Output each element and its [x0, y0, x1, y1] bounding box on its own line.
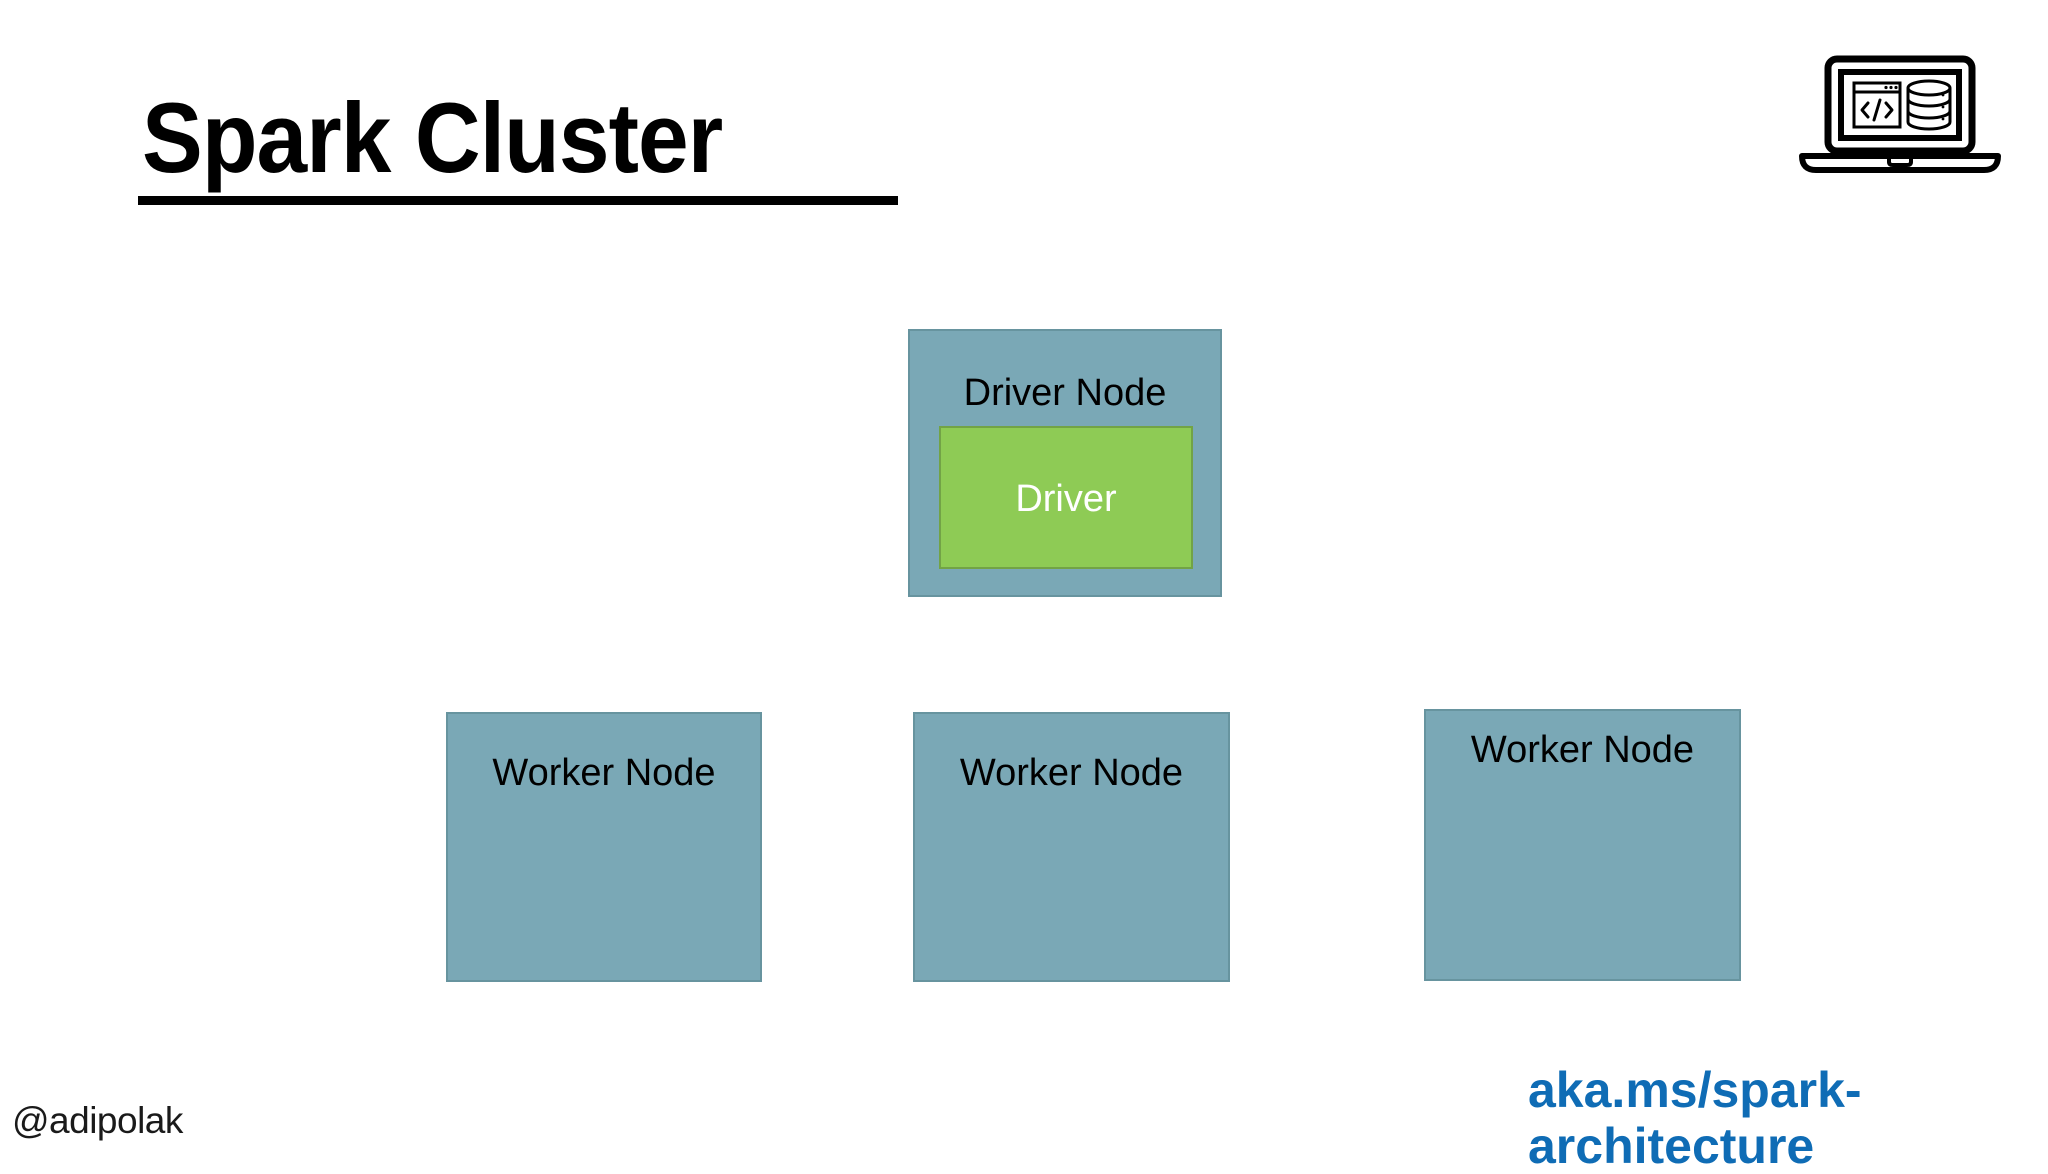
worker-node-label-1: Worker Node: [492, 752, 716, 794]
author-handle: @adipolak: [12, 1100, 183, 1141]
driver-node-label: Driver Node: [963, 372, 1167, 414]
driver-node-box[interactable]: Driver Node Driver: [908, 329, 1222, 597]
database-cylinder-icon: [1906, 79, 1952, 131]
code-window-icon: [1852, 81, 1902, 129]
driver-box[interactable]: Driver: [939, 426, 1193, 569]
driver-label: Driver: [1015, 478, 1117, 520]
worker-node-label-2: Worker Node: [959, 752, 1184, 794]
page-title: Spark Cluster: [142, 82, 723, 193]
worker-node-box-3[interactable]: Worker Node: [1424, 709, 1741, 981]
laptop-code-database-icon: [1792, 55, 2008, 175]
worker-node-box-1[interactable]: Worker Node: [446, 712, 762, 982]
title-underline: [138, 196, 898, 205]
reference-link[interactable]: aka.ms/spark-architecture: [1528, 1062, 1862, 1174]
worker-node-label-3: Worker Node: [1470, 729, 1695, 771]
worker-node-box-2[interactable]: Worker Node: [913, 712, 1230, 982]
